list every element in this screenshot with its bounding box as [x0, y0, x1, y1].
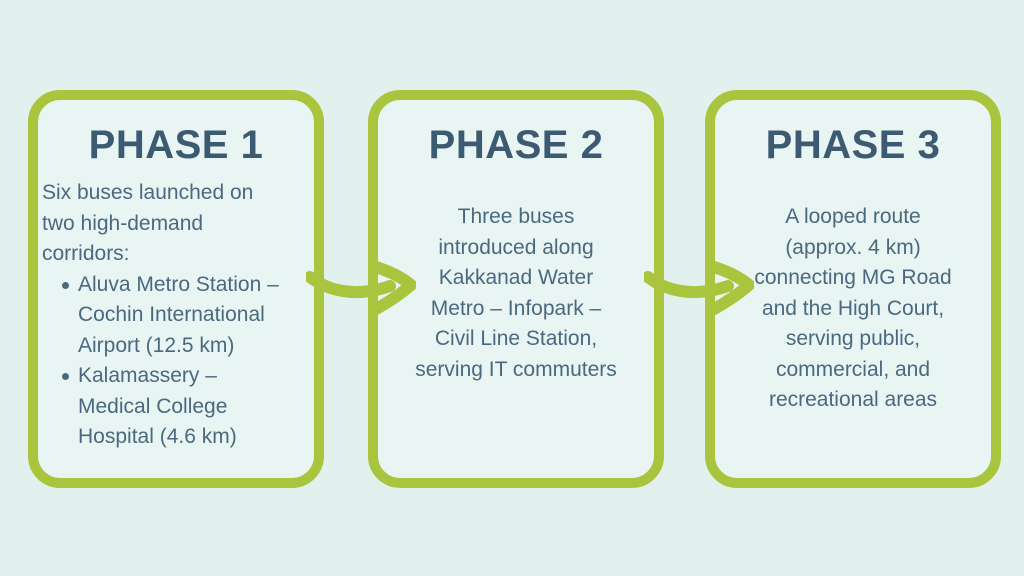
phase-2-card: PHASE 2 Three buses introduced along Kak…: [368, 90, 664, 488]
bullet-line: Hospital (4.6 km): [78, 425, 237, 448]
phase-3-line: A looped route: [785, 205, 921, 228]
phase-3-line: connecting MG Road: [754, 266, 952, 289]
phase-2-body: Three buses introduced along Kakkanad Wa…: [378, 202, 654, 385]
curved-right-arrow-icon: [644, 261, 754, 315]
phase-1-bullet-2: Kalamassery – Medical College Hospital (…: [42, 361, 308, 453]
phase-2-line: Metro – Infopark –: [430, 296, 602, 320]
phase-2-title: PHASE 2: [428, 123, 604, 167]
phase-2-line: serving IT commuters: [415, 357, 617, 381]
phase-1-title: PHASE 1: [88, 123, 264, 167]
bullet-line: Medical College: [78, 394, 228, 418]
bullet-line: Airport (12.5 km): [78, 333, 235, 357]
bullet-line: Kalamassery –: [78, 364, 217, 387]
phase-3-line: and the High Court,: [761, 296, 945, 320]
phase-3-line: serving public,: [785, 327, 921, 350]
phase-1-intro-line: two high-demand: [42, 211, 204, 235]
phase-2-line: Three buses: [457, 205, 575, 228]
phase-2-line: introduced along: [438, 235, 594, 259]
phase-1-intro-line: corridors:: [42, 242, 130, 265]
bullet-dot-icon: [62, 281, 69, 289]
phase-1-body: Six buses launched on two high-demand co…: [38, 178, 314, 453]
phase-1-intro-line: Six buses launched on: [42, 181, 254, 204]
phase-3-line: recreational areas: [768, 388, 938, 411]
phase-3-title: PHASE 3: [765, 123, 941, 167]
phase-1-card: PHASE 1 Six buses launched on two high-d…: [28, 90, 324, 488]
bullet-dot-icon: [62, 373, 69, 380]
phase-3-line: (approx. 4 km): [785, 235, 921, 259]
phase-3-body: A looped route (approx. 4 km) connecting…: [715, 202, 991, 416]
bullet-line: Aluva Metro Station –: [78, 272, 279, 296]
phase-1-bullet-1: Aluva Metro Station – Cochin Internation…: [42, 270, 308, 362]
curved-right-arrow-icon: [306, 261, 416, 315]
phase-2-line: Kakkanad Water: [438, 266, 594, 289]
bullet-line: Cochin International: [78, 303, 265, 326]
phase-2-line: Civil Line Station,: [434, 327, 598, 350]
phase-3-line: commercial, and: [775, 357, 931, 381]
